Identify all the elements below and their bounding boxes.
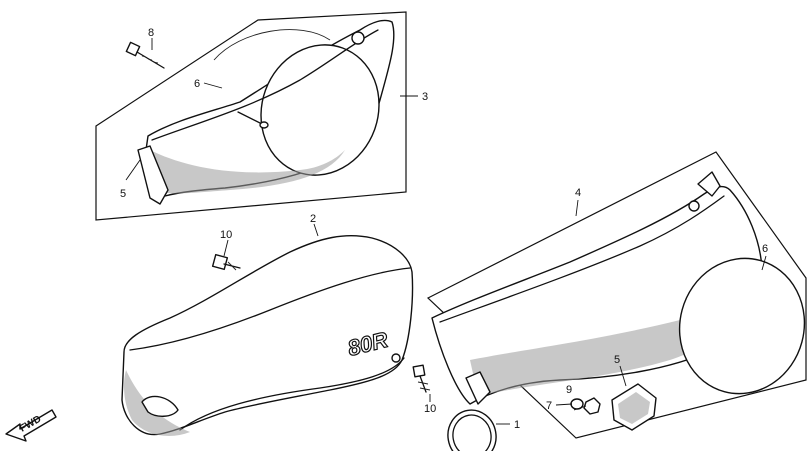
assembly-frame-top [95, 11, 407, 221]
grommet-ring-1 [447, 409, 497, 451]
callout-5-bottom: 5 [614, 354, 620, 366]
bolt-8 [125, 41, 165, 69]
forward-arrow-icon [5, 409, 57, 442]
callout-1: 1 [514, 419, 520, 431]
callout-9: 9 [566, 384, 572, 396]
cover-left-tab-hole [688, 200, 700, 212]
callout-10-bottom: 10 [424, 403, 436, 415]
seat-rear-hook [141, 395, 179, 417]
seat-top-crease [129, 267, 411, 351]
cover-left-front-lug [465, 371, 491, 405]
callout-10-top: 10 [220, 229, 232, 241]
seat-underside-shadow [124, 370, 190, 436]
cover-top-tab-hole [351, 31, 365, 45]
side-cover-right-shadow [150, 150, 345, 194]
callout-8: 8 [148, 27, 154, 39]
seat-mount-boss [391, 353, 401, 363]
seat-assembly: 80R [121, 235, 414, 436]
grommet-bottom [611, 383, 657, 431]
emblem-plate-top [213, 29, 331, 61]
callout-7: 7 [546, 400, 552, 412]
nut-9 [583, 397, 601, 415]
callout-5-top: 5 [120, 188, 126, 200]
callout-6-top: 6 [194, 78, 200, 90]
callout-2: 2 [310, 213, 316, 225]
callout-3: 3 [422, 91, 428, 103]
callout-6-right: 6 [762, 243, 768, 255]
bolt-10-top [211, 253, 241, 271]
side-cover-left-shadow [470, 282, 750, 396]
cover-left-top-tab [697, 171, 721, 197]
bolt-10-bottom [412, 364, 431, 393]
emblem-disc [678, 257, 806, 395]
cover-mount-pin-tip [259, 121, 269, 129]
seat-lower-trim [179, 357, 405, 431]
assembly-frame-right [426, 151, 807, 439]
side-cover-right-assembly [95, 11, 407, 221]
forward-direction-indicator: FWD [5, 409, 57, 442]
side-cover-left-assembly [412, 151, 807, 451]
cover-mount-pin [237, 111, 263, 125]
side-cover-right-rim [151, 29, 379, 141]
callout-4: 4 [575, 187, 581, 199]
grommet-ring-1-inner [452, 414, 492, 451]
side-cover-left-rim [439, 195, 725, 323]
grommet-top [137, 145, 169, 205]
